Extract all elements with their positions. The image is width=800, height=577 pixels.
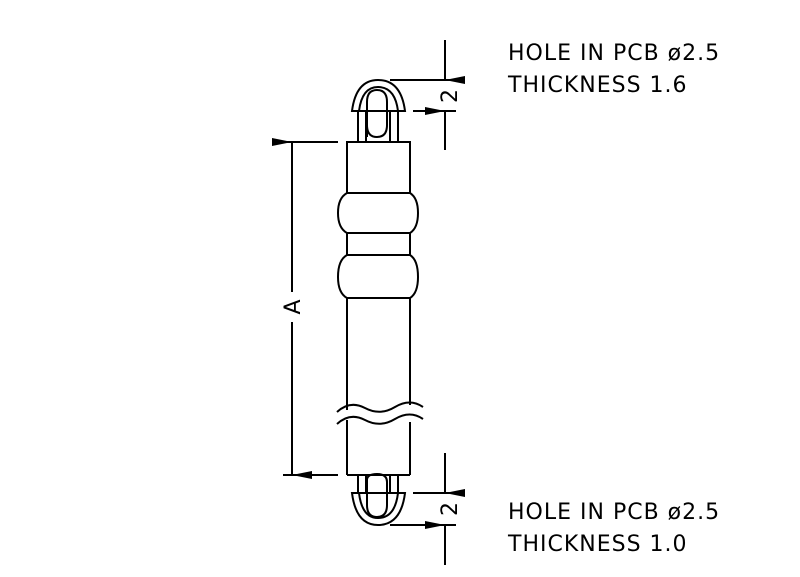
dimension-bottom-label: 2 xyxy=(438,502,463,516)
top-note-thickness: THICKNESS 1.6 xyxy=(508,73,688,98)
bottom-note-thickness: THICKNESS 1.0 xyxy=(508,532,688,557)
break-line xyxy=(336,401,424,413)
bottom-snap-head xyxy=(350,472,407,527)
bottom-note-hole: HOLE IN PCB ø2.5 xyxy=(508,500,721,525)
dimension-a: A xyxy=(272,138,338,479)
dimension-a-label: A xyxy=(281,299,306,314)
top-snap-head xyxy=(350,78,407,142)
break-line xyxy=(336,413,424,425)
dimension-top-label: 2 xyxy=(438,89,463,103)
dimension-bottom-head: 2 xyxy=(390,453,465,565)
spacer-body xyxy=(336,141,424,476)
top-note-hole: HOLE IN PCB ø2.5 xyxy=(508,41,721,66)
dimension-top-head: 2 xyxy=(390,40,465,150)
